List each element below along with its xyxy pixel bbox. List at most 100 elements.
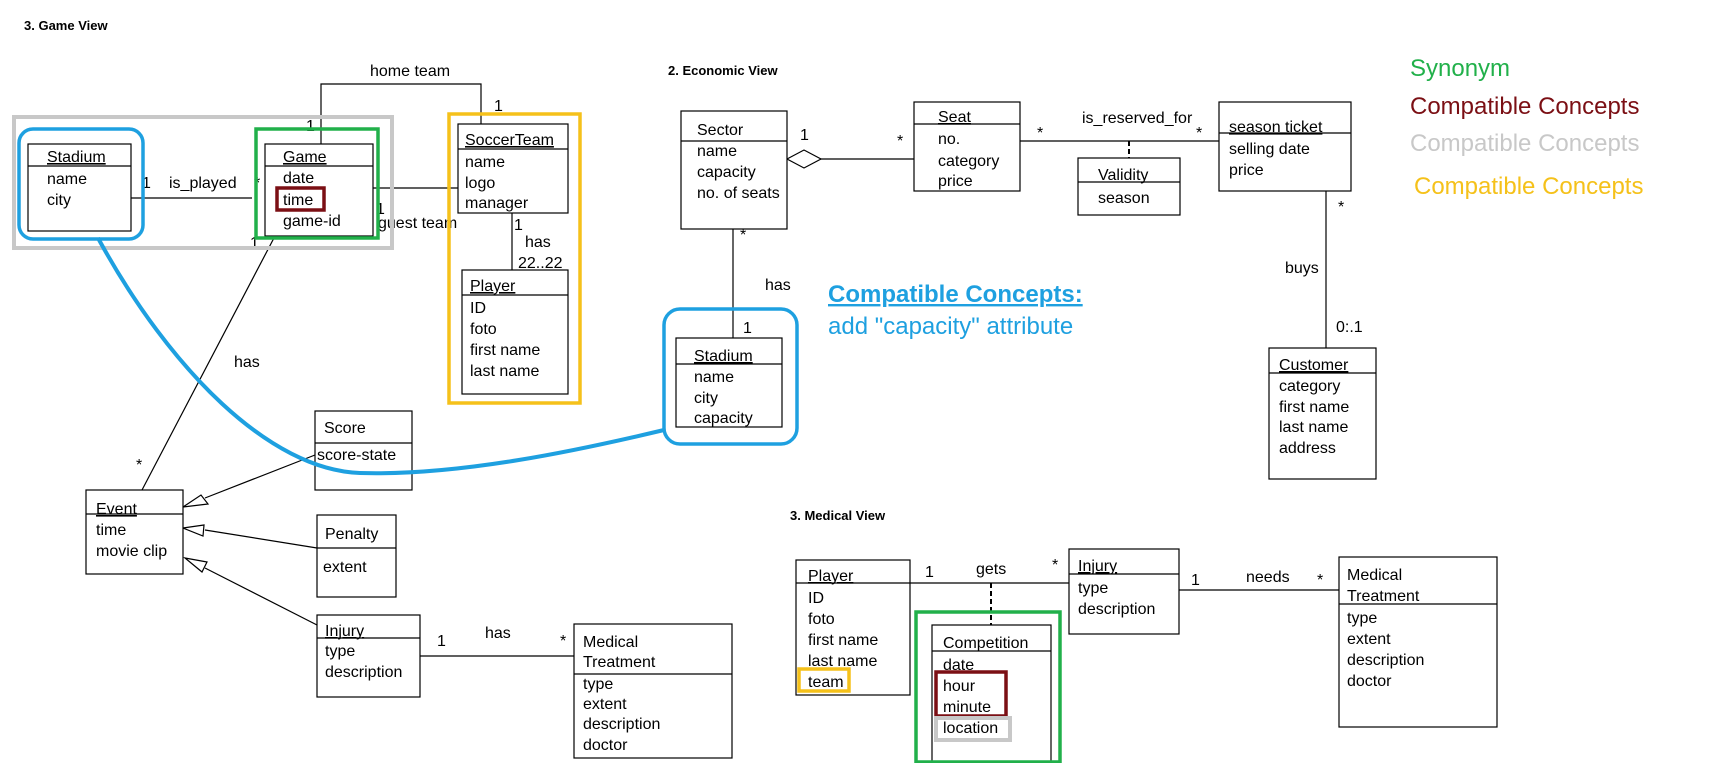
svg-text:location: location [943, 720, 998, 737]
legend-compatible-gray: Compatible Concepts [1410, 130, 1639, 157]
svg-text:last name: last name [470, 363, 539, 380]
guest-team-mult-game: 1 [376, 201, 385, 218]
svg-text:date: date [283, 170, 314, 187]
gets-mult-injury: * [1052, 557, 1058, 574]
team-players-mult-team: 1 [514, 217, 523, 234]
svg-text:name: name [694, 369, 734, 386]
team-players-label: has [525, 234, 551, 251]
svg-text:doctor: doctor [1347, 673, 1392, 690]
svg-text:score-state: score-state [317, 447, 396, 464]
class-player-game: Player ID foto first name last name [461, 269, 569, 395]
svg-text:capacity: capacity [694, 410, 753, 427]
penalty-generalization-arrow [180, 524, 205, 537]
svg-text:hour: hour [943, 678, 976, 695]
class-game: Game date time game-id [264, 143, 374, 237]
svg-text:category: category [1279, 378, 1340, 395]
svg-text:extent: extent [583, 696, 627, 713]
svg-text:selling date: selling date [1229, 141, 1310, 158]
sector-stadium-label: has [765, 277, 791, 294]
svg-text:Penalty: Penalty [325, 526, 378, 543]
svg-text:foto: foto [808, 611, 835, 628]
guest-team-label: guest team [378, 215, 457, 232]
svg-text:type: type [1078, 580, 1108, 597]
game-view-title: 3. Game View [24, 18, 108, 33]
score-generalization [204, 454, 316, 499]
svg-text:date: date [943, 657, 974, 674]
svg-text:manager: manager [465, 195, 529, 212]
svg-text:price: price [938, 173, 973, 190]
game-events-mult-event: * [136, 457, 142, 474]
svg-text:Medical: Medical [1347, 567, 1402, 584]
team-players-range: 22..22 [518, 255, 563, 272]
svg-text:season ticket: season ticket [1229, 119, 1323, 136]
class-event: Event time movie clip [85, 489, 184, 575]
svg-text:team: team [808, 674, 844, 691]
note-text: add "capacity" attribute [828, 313, 1073, 340]
highlight-blue-stadium-game [17, 127, 145, 241]
class-medical-treatment-game: Medical Treatment type extent descriptio… [573, 623, 733, 759]
medical-view-title: 3. Medical View [790, 508, 886, 523]
svg-text:Customer: Customer [1279, 357, 1349, 374]
svg-text:doctor: doctor [583, 737, 628, 754]
svg-text:movie clip: movie clip [96, 543, 167, 560]
buys-range: 0:.1 [1336, 319, 1363, 336]
svg-text:Validity: Validity [1098, 167, 1148, 184]
svg-text:Player: Player [470, 278, 516, 295]
injury-generalization-arrow [182, 556, 208, 573]
svg-text:SoccerTeam: SoccerTeam [465, 132, 554, 149]
svg-text:Medical: Medical [583, 634, 638, 651]
legend-compatible-red: Compatible Concepts [1410, 93, 1639, 120]
injury-treatment-label: has [485, 625, 511, 642]
highlight-yellow-team-player [447, 112, 582, 405]
svg-text:logo: logo [465, 175, 495, 192]
game-events-mult-game: 1 [250, 235, 259, 252]
svg-text:Score: Score [324, 420, 366, 437]
svg-text:time: time [96, 522, 126, 539]
svg-text:ID: ID [808, 590, 824, 607]
class-season-ticket: season ticket selling date price [1218, 101, 1352, 192]
svg-text:name: name [47, 171, 87, 188]
buys-label: buys [1285, 260, 1319, 277]
svg-text:description: description [583, 716, 660, 733]
highlight-yellow-team [797, 667, 851, 693]
is-played-label: is_played [169, 175, 237, 192]
svg-text:name: name [697, 143, 737, 160]
svg-text:Stadium: Stadium [694, 348, 753, 365]
svg-text:minute: minute [943, 699, 991, 716]
injury-generalization [204, 567, 318, 626]
svg-text:address: address [1279, 440, 1336, 457]
class-score: Score score-state [314, 410, 413, 491]
class-soccerteam: SoccerTeam name logo manager [457, 123, 569, 214]
svg-text:first name: first name [470, 342, 540, 359]
svg-text:extent: extent [323, 559, 367, 576]
svg-text:first name: first name [1279, 399, 1349, 416]
class-player-medical: Player ID foto first name last name team [795, 559, 911, 696]
svg-text:type: type [583, 676, 613, 693]
svg-text:description: description [325, 664, 402, 681]
injury-treatment-mult-treatment: * [560, 633, 566, 650]
highlight-gray-stadium-game [12, 115, 394, 250]
svg-text:no. of seats: no. of seats [697, 185, 780, 202]
home-team-mult-game: 1 [306, 118, 315, 135]
svg-text:foto: foto [470, 321, 497, 338]
sector-stadium-mult-stadium: 1 [743, 320, 752, 337]
class-validity: Validity season [1077, 157, 1181, 216]
economic-view-title: 2. Economic View [668, 63, 778, 78]
svg-text:Sector: Sector [697, 122, 744, 139]
penalty-generalization [204, 529, 318, 549]
home-team-assoc [320, 83, 482, 144]
svg-text:Treatment: Treatment [1347, 588, 1420, 605]
game-events-assoc [141, 235, 276, 491]
svg-text:Event: Event [96, 501, 137, 518]
svg-text:last name: last name [1279, 419, 1348, 436]
injury-treatment-mult-injury: 1 [437, 633, 446, 650]
needs-mult-treatment: * [1317, 572, 1323, 589]
needs-label: needs [1246, 569, 1290, 586]
class-penalty: Penalty extent [316, 514, 397, 598]
svg-text:season: season [1098, 190, 1150, 207]
svg-text:city: city [47, 192, 71, 209]
svg-text:capacity: capacity [697, 164, 756, 181]
svg-text:ID: ID [470, 300, 486, 317]
home-team-label: home team [370, 63, 450, 80]
